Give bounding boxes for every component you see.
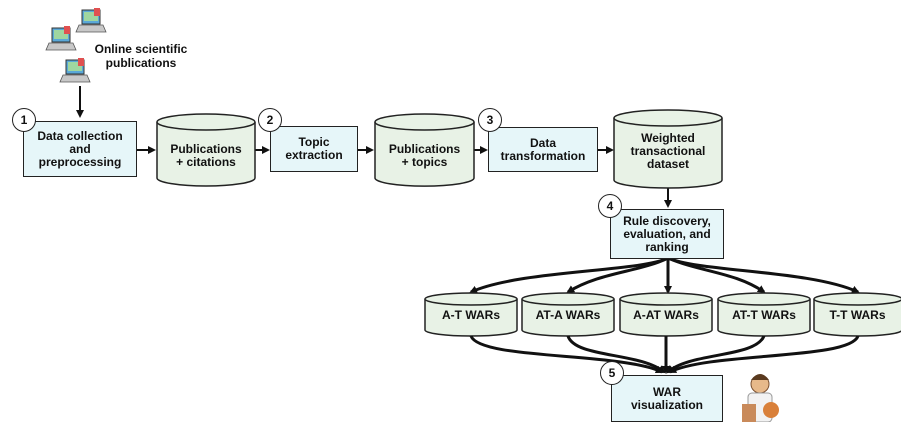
step4-label: Rule discovery, evaluation, and ranking xyxy=(623,213,711,254)
computer-icon xyxy=(75,8,107,33)
war-cylinder xyxy=(521,292,615,337)
store-label-publications-topics: Publications + topics xyxy=(388,142,461,169)
step1-label: Data collection and preprocessing xyxy=(37,128,123,169)
step5-box: WAR visualization xyxy=(611,375,723,422)
step5-label: WAR visualization xyxy=(630,384,704,412)
computer-icon xyxy=(45,26,77,51)
war-cylinder xyxy=(717,292,811,337)
store-cylinder-weighted-dataset xyxy=(613,109,723,189)
war-label: AT-T WARs xyxy=(732,308,796,322)
war-cylinder xyxy=(424,292,518,337)
source-label: Online scientific publications xyxy=(94,42,188,70)
store-cylinder-publications-topics xyxy=(374,113,475,187)
store-label-publications-citations: Publications + citations xyxy=(170,142,242,169)
person-at-desk-icon xyxy=(742,374,779,422)
step2-box: Topic extraction xyxy=(270,126,358,172)
war-cylinder xyxy=(619,292,713,337)
step2-number: 2 xyxy=(258,108,282,132)
store-label-weighted-dataset: Weighted transactional dataset xyxy=(630,131,706,171)
fanout-connectors xyxy=(469,256,860,294)
war-label: A-T WARs xyxy=(442,308,500,322)
step3-box: Data transformation xyxy=(488,127,598,172)
step3-number: 3 xyxy=(478,108,502,132)
computer-icon xyxy=(59,58,91,83)
fanin-connectors xyxy=(469,335,860,374)
step1-number: 1 xyxy=(12,108,36,132)
store-cylinder-publications-citations xyxy=(156,113,256,187)
step3-label: Data transformation xyxy=(500,135,586,163)
step4-box: Rule discovery, evaluation, and ranking xyxy=(610,209,724,259)
war-label: A-AT WARs xyxy=(633,308,699,322)
step2-label: Topic extraction xyxy=(285,135,343,162)
war-label: T-T WARs xyxy=(829,308,886,322)
war-label: AT-A WARs xyxy=(535,308,601,322)
step4-number: 4 xyxy=(598,194,622,218)
step1-box: Data collection and preprocessing xyxy=(23,121,137,177)
step5-number: 5 xyxy=(600,361,624,385)
war-cylinder xyxy=(813,292,901,337)
